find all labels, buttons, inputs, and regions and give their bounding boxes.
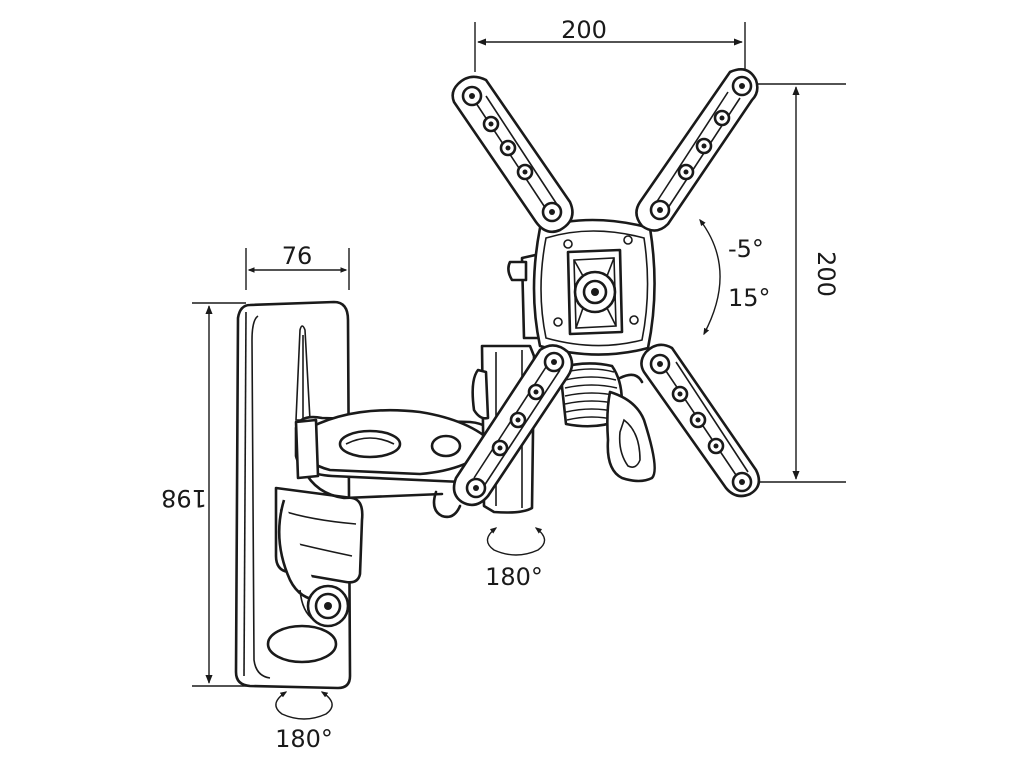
dimension-wall-height: 198	[161, 302, 246, 687]
center-hub	[566, 248, 624, 336]
dimension-right-height: 200	[752, 83, 846, 483]
wall-swivel-label: 180°	[275, 725, 333, 753]
vesa-arm-lower-right	[640, 343, 761, 498]
arm-swivel-label: 180°	[485, 563, 543, 591]
vesa-arm-lower-left	[452, 344, 574, 507]
dimension-wall-height-label: 198	[161, 484, 207, 512]
wall-swivel-indicator: 180°	[275, 691, 333, 753]
tilt-down-label: 15°	[728, 284, 771, 312]
dimension-top-label: 200	[561, 16, 607, 44]
arm-swivel-indicator: 180°	[485, 527, 546, 591]
dimension-wall-width: 76	[245, 242, 350, 290]
vesa-plate	[451, 68, 761, 507]
wall-hinge	[274, 486, 364, 628]
tilt-up-label: -5°	[728, 235, 764, 263]
tilt-spring	[558, 362, 656, 483]
vesa-arm-upper-right	[635, 68, 759, 232]
dimension-top-width: 200	[474, 16, 746, 72]
vesa-arm-upper-left	[451, 75, 574, 234]
dimension-wall-width-label: 76	[282, 242, 313, 270]
dimension-right-label: 200	[812, 251, 840, 297]
tilt-indicator: -5° 15°	[699, 218, 771, 336]
